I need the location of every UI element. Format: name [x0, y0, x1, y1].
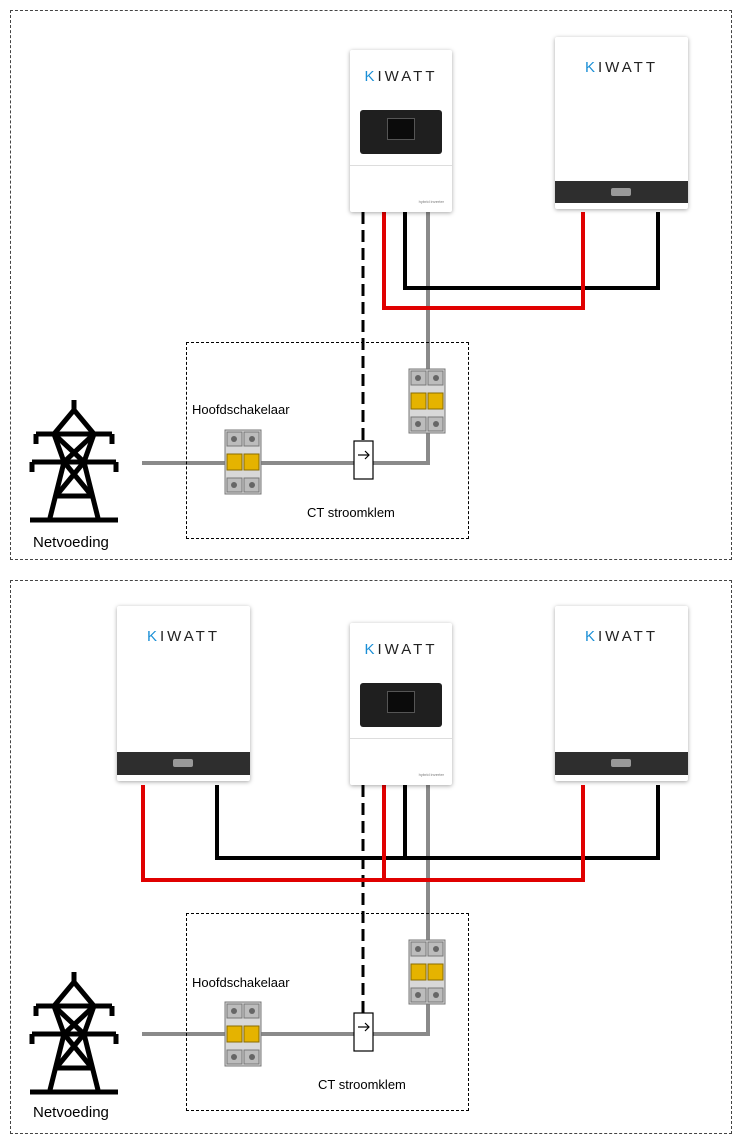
dc-positive-line-left	[141, 785, 386, 882]
battery-status-band	[117, 752, 250, 775]
battery-pack-left: KIWATT	[117, 606, 250, 781]
battery-pack-right: KIWATT	[555, 606, 688, 781]
main-switch-label: Hoofdschakelaar	[192, 975, 290, 990]
main-switch	[224, 429, 262, 495]
grid-label: Netvoeding	[33, 1104, 109, 1121]
main-switch-label: Hoofdschakelaar	[192, 402, 290, 417]
main-switch	[224, 1001, 262, 1067]
grid-label: Netvoeding	[33, 534, 109, 551]
inverter-breaker	[408, 939, 446, 1005]
ac-line-to-inverter	[373, 785, 430, 1036]
diagram-panel-dual-battery	[10, 580, 732, 1134]
power-pylon-icon	[29, 972, 119, 1095]
ct-clamp-label: CT stroomklem	[318, 1077, 406, 1092]
battery-status-band	[555, 752, 688, 775]
battery-brand: KIWATT	[584, 628, 658, 645]
dc-negative-line	[403, 212, 660, 290]
battery-status-band	[555, 181, 688, 203]
diagram-panel-single-battery	[10, 10, 732, 560]
dc-positive-line	[382, 212, 585, 310]
battery-pack: KIWATT	[555, 37, 688, 209]
ac-line-to-inverter	[373, 212, 430, 465]
inverter-display-panel	[360, 110, 442, 154]
inverter-brand: KIWATT	[364, 641, 438, 658]
inverter-subtitle: hybrid inverter	[418, 199, 444, 204]
dc-negative-line-right	[405, 785, 660, 860]
distribution-box	[186, 342, 469, 539]
inverter-brand: KIWATT	[364, 68, 438, 85]
dc-positive-line-right	[384, 785, 585, 882]
battery-brand: KIWATT	[584, 59, 658, 76]
hybrid-inverter: KIWATT hybrid inverter	[350, 623, 452, 785]
dc-negative-line-left	[215, 785, 407, 860]
ct-clamp	[353, 1012, 374, 1052]
ct-clamp	[353, 440, 374, 480]
power-pylon-icon	[29, 400, 119, 523]
inverter-breaker	[408, 368, 446, 434]
inverter-display-panel	[360, 683, 442, 727]
hybrid-inverter: KIWATT hybrid inverter	[350, 50, 452, 212]
battery-brand: KIWATT	[146, 628, 220, 645]
ct-clamp-label: CT stroomklem	[307, 505, 395, 520]
inverter-subtitle: hybrid inverter	[418, 772, 444, 777]
distribution-box	[186, 913, 469, 1111]
